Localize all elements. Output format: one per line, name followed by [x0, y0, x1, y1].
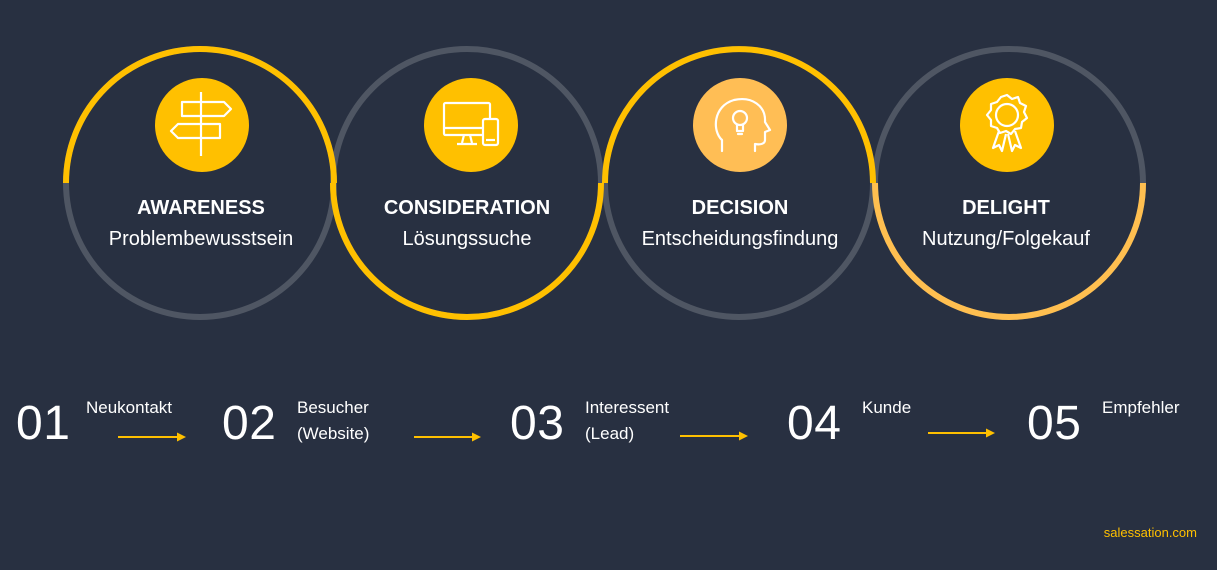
stage-subtitle-delight: Nutzung/Folgekauf — [922, 228, 1090, 250]
source-credit: salessation.com — [1103, 525, 1197, 540]
stage-arc-awareness — [63, 46, 337, 184]
step-arrow-2 — [414, 432, 481, 442]
step-number: 05 — [1027, 397, 1082, 450]
step-label: Empfehler — [1102, 398, 1180, 417]
stage-title-consideration: CONSIDERATION — [384, 197, 550, 219]
stage-icon-awareness — [155, 78, 249, 172]
stage-arc-consideration — [330, 182, 604, 320]
step-arrow-1 — [118, 432, 186, 442]
stage-title-delight: DELIGHT — [962, 197, 1050, 219]
stage-title-awareness: AWARENESS — [137, 197, 265, 219]
step-number: 03 — [510, 397, 565, 450]
award-badge-icon — [985, 93, 1029, 153]
step-number: 04 — [787, 397, 842, 450]
stage-arc-decision — [602, 46, 876, 184]
step-arrow-4 — [928, 428, 995, 438]
step-label: Kunde — [862, 398, 912, 417]
stage-subtitle-decision: Entscheidungsfindung — [642, 228, 839, 250]
stage-icon-delight — [960, 78, 1054, 172]
signpost-icon — [169, 92, 233, 156]
stage-arc-delight — [872, 182, 1146, 320]
step-label: Neukontakt — [86, 398, 172, 417]
stage-subtitle-awareness: Problembewusstsein — [109, 228, 294, 250]
stage-subtitle-consideration: Lösungssuche — [403, 228, 532, 250]
step-arrow-3 — [680, 431, 748, 441]
step-number: 01 — [16, 397, 71, 450]
devices-icon — [442, 101, 500, 147]
step-label: Interessent (Lead) — [585, 398, 670, 443]
stage-title-decision: DECISION — [692, 197, 789, 219]
stage-icon-decision — [693, 78, 787, 172]
head-lightbulb-icon — [714, 98, 772, 153]
step-label: Besucher (Website) — [297, 398, 370, 443]
stage-icon-consideration — [424, 78, 518, 172]
step-number: 02 — [222, 397, 277, 450]
